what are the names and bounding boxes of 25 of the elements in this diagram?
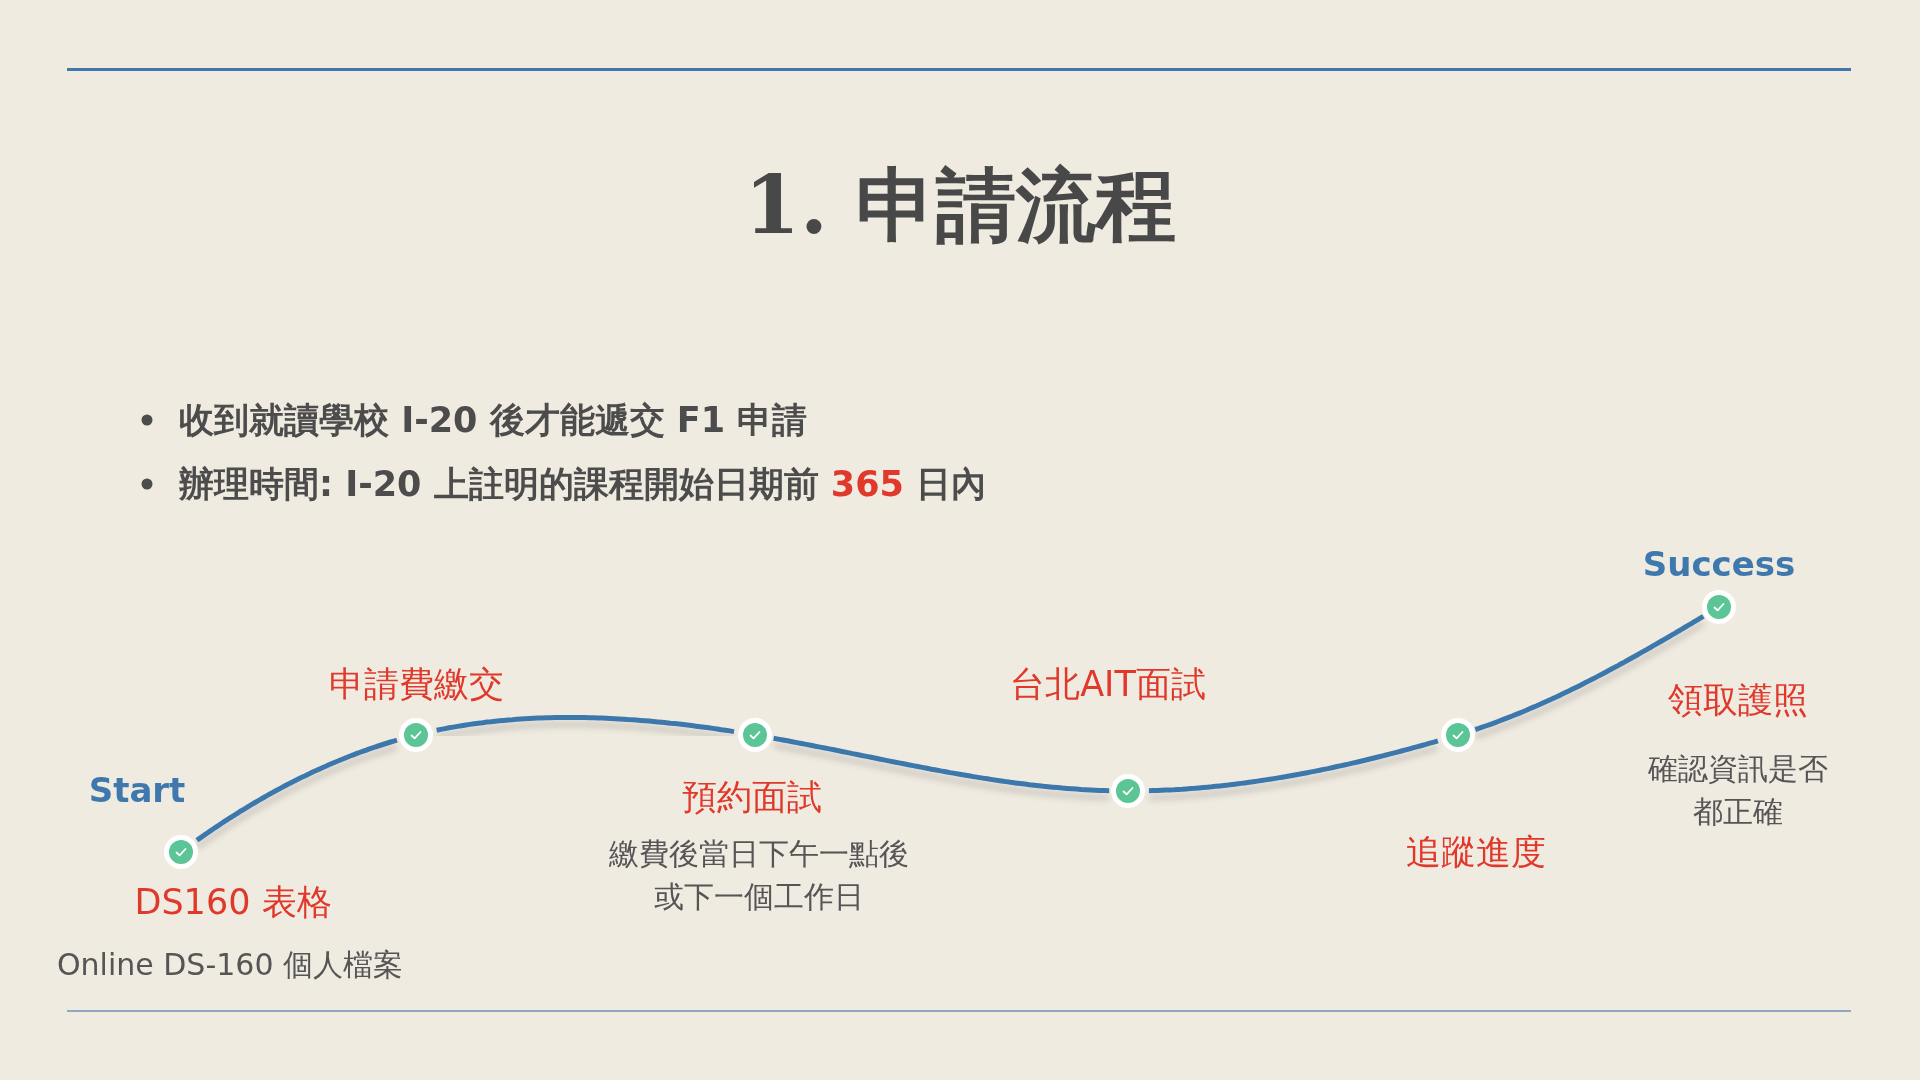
step-label: 預約面試: [682, 776, 822, 818]
bullet-text: 辦理時間: I-20 上註明的課程開始日期前 365 日內: [179, 463, 987, 505]
check-circle-icon: [399, 718, 433, 752]
slide-title: 1. 申請流程: [744, 161, 1176, 249]
endpoint-label: Success: [1642, 543, 1796, 585]
timeline-curve: [195, 737, 398, 843]
bullet-text: 收到就讀學校 I-20 後才能遞交 F1 申請: [179, 399, 808, 441]
step-note: 確認資訊是否都正確: [1647, 750, 1829, 831]
timeline-curve: [436, 715, 735, 735]
timeline-curve: [773, 735, 1110, 794]
check-circle-icon: [738, 718, 772, 752]
step-label: 台北AIT面試: [1010, 663, 1206, 705]
step-label: 申請費繳交: [328, 663, 504, 705]
check-circle-icon: [1702, 590, 1736, 624]
check-circle-icon: [1111, 774, 1145, 808]
check-circle-icon: [164, 835, 198, 869]
timeline-curve: [1148, 738, 1439, 794]
check-circle-icon: [1441, 718, 1475, 752]
step-label: DS160 表格: [134, 881, 332, 923]
step-note: Online DS-160 個人檔案: [56, 945, 404, 984]
endpoint-label: Start: [88, 769, 186, 811]
step-label: 追蹤進度: [1406, 831, 1546, 873]
step-note: 繳費後當日下午一點後或下一個工作日: [608, 835, 910, 916]
timeline-curve: [1474, 614, 1705, 732]
step-label: 領取護照: [1668, 679, 1808, 721]
